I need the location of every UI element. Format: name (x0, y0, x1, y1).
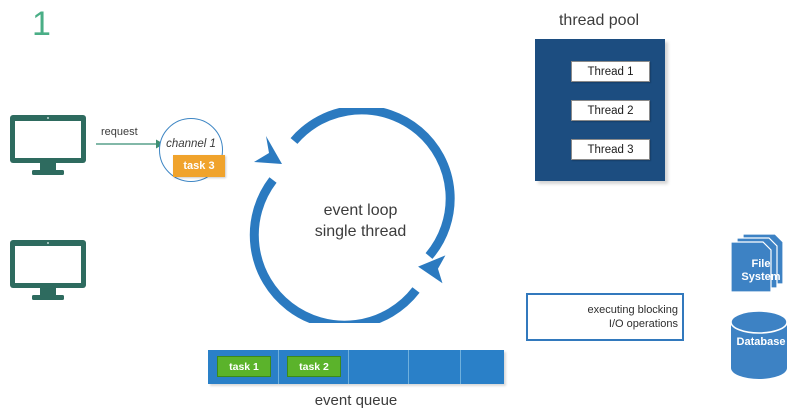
thread-chip-1: Thread 1 (571, 61, 650, 82)
blocking-io-line1: executing blocking (587, 304, 678, 316)
step-number-label: 1 (32, 5, 51, 43)
client-monitor-1 (8, 113, 88, 179)
queue-task-1: task 1 (217, 356, 271, 377)
event-queue-label: event queue (314, 392, 398, 409)
request-label: request (101, 126, 138, 138)
event-loop-label: event loop single thread (278, 200, 443, 242)
client-monitor-2 (8, 238, 88, 304)
monitor-icon (10, 240, 86, 300)
queue-divider (278, 350, 279, 384)
thread-chip-3: Thread 3 (571, 139, 650, 160)
request-arrow-icon (96, 139, 164, 149)
thread-pool-title: thread pool (558, 12, 640, 29)
thread-chip-2: Thread 2 (571, 100, 650, 121)
event-loop-line2: single thread (314, 223, 407, 240)
queue-divider (408, 350, 409, 384)
queue-task-2: task 2 (287, 356, 341, 377)
task-3-badge: task 3 (173, 155, 225, 177)
thread-pool-box: Thread 1 Thread 2 Thread 3 (535, 39, 665, 181)
event-queue-box: task 1 task 2 (208, 350, 504, 384)
channel-label: channel 1 (166, 138, 216, 150)
event-loop-circular-arrow-icon (249, 108, 455, 323)
database-cylinder-icon (730, 310, 788, 379)
queue-divider (460, 350, 461, 384)
file-system-icon (730, 233, 784, 293)
event-loop-line1: event loop (323, 202, 398, 219)
monitor-icon (10, 115, 86, 175)
blocking-io-box (526, 293, 684, 341)
blocking-io-line2: I/O operations (608, 318, 678, 330)
queue-divider (348, 350, 349, 384)
blocking-io-label: executing blocking I/O operations (532, 303, 678, 331)
